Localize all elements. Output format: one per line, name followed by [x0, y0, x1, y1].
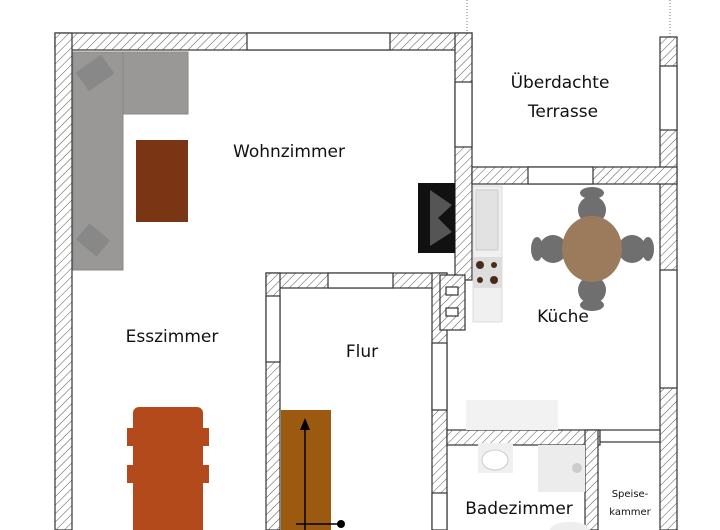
toilet — [550, 522, 590, 530]
stairs — [281, 410, 345, 530]
kitchen-counter — [472, 185, 503, 323]
room-label-esszimmer: Esszimmer — [126, 327, 219, 347]
room-label-wohnzimmer: Wohnzimmer — [233, 142, 345, 162]
coffee-table — [136, 140, 188, 222]
room-label-terrasse-1: Überdachte — [511, 71, 610, 93]
tv — [418, 183, 455, 253]
sofa — [72, 51, 189, 271]
shower — [538, 445, 585, 492]
room-label-speise-2: kammer — [609, 507, 651, 518]
room-label-kueche: Küche — [537, 307, 589, 327]
windows — [246, 32, 678, 530]
room-label-flur: Flur — [346, 342, 378, 362]
room-label-terrasse-2: Terrasse — [527, 102, 598, 122]
kitchen-island — [466, 400, 558, 430]
terrace-outline — [466, 0, 671, 37]
bathroom-sink — [478, 443, 513, 473]
room-label-speise-1: Speise- — [612, 489, 649, 500]
room-label-badezimmer: Badezimmer — [465, 499, 573, 519]
round-dining-table — [531, 187, 654, 311]
dining-table — [127, 407, 209, 530]
